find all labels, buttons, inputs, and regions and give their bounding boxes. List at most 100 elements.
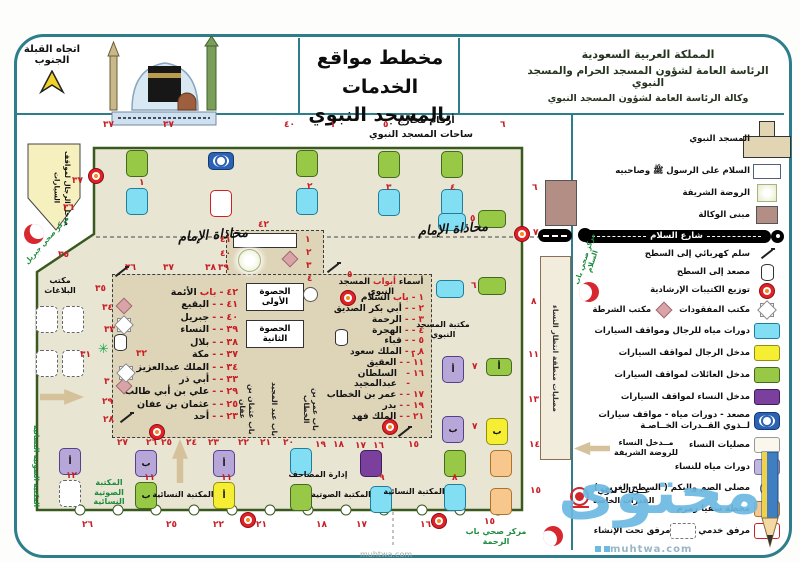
exit-number: ٣٥: [95, 284, 106, 294]
exit-number: ١: [305, 235, 311, 245]
special-needs-carts-note: عــربات لذوي القدرات الخاصة: [570, 486, 654, 508]
gates-list-title: أسماء أبواب المسجد النبوي: [326, 277, 436, 297]
gate-name: النساء: [180, 324, 210, 336]
legend-icon-box: [750, 389, 784, 405]
gate-name: عثمان بن عفان: [137, 398, 210, 410]
gate-number: ٢٩: [226, 386, 238, 398]
exit-number: ٣٧: [72, 176, 83, 186]
title-line2: بالمسجد النبوي: [308, 104, 452, 126]
gate-row: ٢١- -الملك فهد: [316, 412, 424, 422]
exit-number: ١٥: [408, 440, 419, 450]
exit-number: ٣٣: [104, 325, 115, 335]
legend-label: مدخل العائلات لمواقف السيارات: [614, 369, 750, 380]
exit-number: ٢٧: [117, 438, 128, 448]
exit-number: ٣٢: [136, 349, 147, 359]
exit-number: ٢٥: [166, 520, 177, 530]
gate-number: ٤٠: [226, 311, 238, 323]
exit-number: ٢: [307, 182, 313, 192]
watermark-text: محتوى: [557, 455, 763, 528]
exit-number: ١٨: [333, 440, 344, 450]
exit-number: ١٧: [355, 441, 366, 451]
service-square-g: ب: [135, 482, 157, 509]
gate-dash: - -: [212, 311, 224, 323]
legend-label: مصلى الصم والبكم ( السطح الغربي ): [594, 482, 750, 493]
salam-street-label: شارع السلام: [650, 231, 703, 241]
exits-label-2: ساحات المسجد النبوي: [369, 129, 473, 140]
exit-number: ١٩: [315, 440, 326, 450]
exit-number: ٣١: [80, 350, 91, 360]
legend-swatch-sq-p: [754, 389, 780, 405]
header-divider: [16, 113, 784, 115]
service-square-c: [444, 484, 466, 511]
tomb-area-icon: [753, 163, 781, 179]
legend-row: المسجد النبوي: [578, 118, 791, 160]
exit-number: ٢١: [256, 520, 267, 530]
exit-number: ٢٤: [186, 438, 197, 448]
gov-line2: الرئاسة العامة لشؤون المسجد الحرام والمس…: [527, 65, 769, 89]
street-dash: [592, 235, 647, 237]
gate-name: البقيع: [181, 299, 210, 311]
gate-row: ١١- -العقيق: [316, 358, 424, 368]
exit-number: ٢٣: [208, 438, 219, 448]
legend-divider: [571, 114, 573, 550]
salam-street-segment: [538, 229, 572, 242]
elevator-icon: [114, 334, 127, 351]
legend-icon-box: [750, 206, 784, 224]
legend-icon-box: [743, 120, 791, 158]
gate-number: ٣٧: [226, 349, 238, 361]
exit-number: ٢٦: [146, 438, 157, 448]
gate-dash: - -: [212, 411, 224, 423]
gate-number: ١: [418, 293, 425, 303]
rawdah-icon: [757, 184, 777, 202]
service-square-lav: أ: [59, 448, 81, 475]
gate-name: قباء: [384, 336, 402, 347]
gate-dash: - -: [212, 324, 224, 336]
gate-bab: باب: [199, 287, 217, 298]
gates-title-red: أبواب: [373, 277, 396, 287]
gate-name-vertical: باب عبد المجيد: [270, 381, 279, 437]
legend-row: مدخل النساء لمواقف السيارات: [578, 386, 784, 408]
escalator-icon: [396, 426, 412, 439]
legend-extra-label: مرفق تحت الإنشاء: [593, 525, 671, 536]
exit-number: ١١: [221, 473, 232, 483]
gate-row: ٤١- -البقيع: [118, 299, 238, 311]
elevator-icon: [335, 329, 348, 346]
gate-name: أبي بكر الصديق: [333, 303, 402, 314]
service-square-svc: [210, 190, 232, 217]
service-square-dw: [62, 350, 84, 377]
lost-found-icon: [117, 318, 131, 332]
rawdah-entrance-line2: للروضة الشريفة: [614, 448, 679, 457]
legend-label: مدخل الرجال لمواقف السيارات: [618, 347, 750, 358]
legend-row: دورات مياه للرجال ومواقف السيارات: [578, 320, 784, 342]
legend-label: مرفق خدمي: [698, 525, 750, 536]
gate-number: ٤: [418, 325, 425, 336]
gate-row: ٢٥- -عثمان بن عفان: [118, 398, 238, 411]
legend-row: الروضة الشريفة: [578, 182, 784, 204]
service-square-dw: [62, 306, 84, 333]
pencil-icon: [761, 451, 779, 548]
exit-number: ٥: [383, 120, 389, 130]
escalator-icon: [759, 248, 775, 261]
legend-label: مصعد إلى السطح: [676, 266, 750, 277]
legend-extra-label: مكتب الشرطة: [592, 304, 652, 315]
gate-row: ٢٣- -أحد: [118, 411, 238, 423]
legend-icon-box: [750, 303, 784, 317]
service-square-g: [126, 150, 148, 177]
exits-label-1: أرقام مخارج: [397, 115, 455, 126]
exit-number: ٣٧: [163, 120, 174, 130]
carts-line1: عــربات لذوي: [597, 486, 651, 495]
map-label: مكتبة المسجد النبوي: [416, 320, 470, 339]
legend-row: مدخل الرجال لمواقف السيارات: [578, 342, 784, 364]
legend-swatch-dashed: [670, 523, 697, 539]
gate-number: ١٦: [413, 368, 424, 379]
service-square-c: [126, 188, 148, 215]
exit-number: ٣٧: [163, 263, 174, 273]
gate-dash: -: [411, 293, 416, 303]
gate-dash: - -: [404, 314, 416, 325]
exit-number: ٥: [347, 270, 353, 280]
exit-number: ٦: [532, 183, 538, 193]
qibla-arrow-icon: [39, 69, 65, 95]
women-waiting-strip: مصليات منطقة انتظار النساء: [540, 256, 571, 460]
